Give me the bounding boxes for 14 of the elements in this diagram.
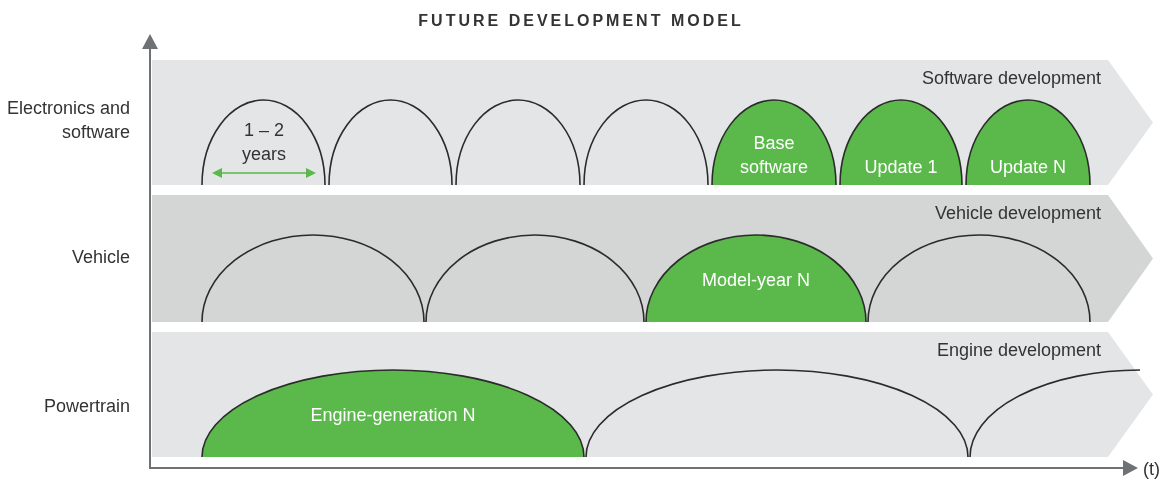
row-label: Powertrain: [43, 395, 130, 418]
band-title: Engine development: [936, 340, 1101, 361]
phase-label: Update 1: [863, 156, 939, 179]
row-label: Electronics and software: [5, 97, 130, 144]
phase-label: Engine-generation N: [309, 404, 477, 427]
band-title: Software development: [921, 68, 1101, 89]
title: FUTURE DEVELOPMENT MODEL: [417, 12, 745, 30]
row-label: Vehicle: [71, 246, 130, 269]
axis-label: (t): [1143, 458, 1160, 481]
duration-label: 1 – 2 years: [241, 119, 287, 166]
phase-label: Base software: [739, 132, 809, 179]
phase-label: Model-year N: [700, 269, 811, 292]
phase-label: Update N: [988, 156, 1067, 179]
band-title: Vehicle development: [934, 203, 1101, 224]
